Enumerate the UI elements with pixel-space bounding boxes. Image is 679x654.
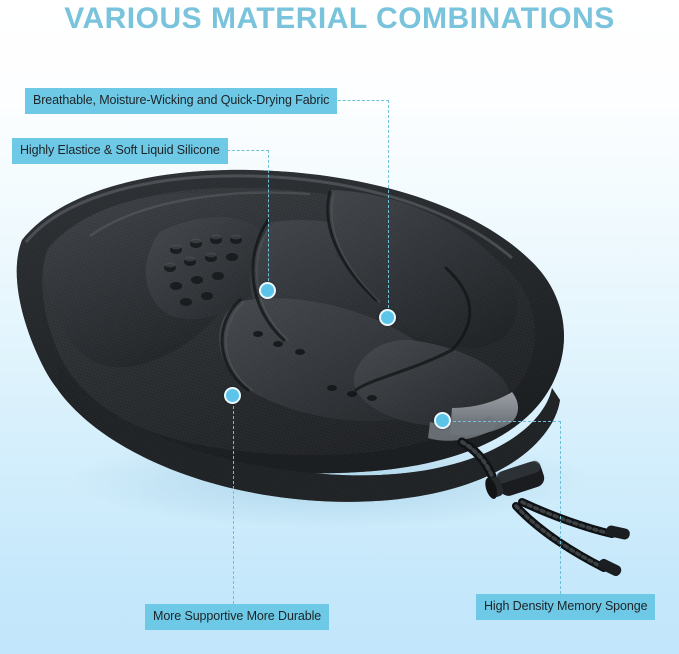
- callout-label-silicone[interactable]: Highly Elastice & Soft Liquid Silicone: [12, 138, 228, 164]
- callout-label-sponge[interactable]: High Density Memory Sponge: [476, 594, 656, 620]
- hotspot-dot-supportive[interactable]: [224, 387, 241, 404]
- hotspot-dot-fabric[interactable]: [379, 309, 396, 326]
- hotspot-dot-sponge[interactable]: [434, 412, 451, 429]
- connector-fabric-vertical: [388, 100, 389, 318]
- page-title: VARIOUS MATERIAL COMBINATIONS: [64, 2, 615, 35]
- callout-label-fabric[interactable]: Breathable, Moisture-Wicking and Quick-D…: [25, 88, 338, 114]
- connector-supportive-vertical: [233, 396, 234, 604]
- connector-sponge-horizontal: [443, 421, 561, 422]
- connector-silicone-vertical: [268, 150, 269, 291]
- connector-fabric-horizontal: [333, 100, 389, 101]
- product-image: [0, 150, 679, 580]
- hotspot-dot-silicone[interactable]: [259, 282, 276, 299]
- callout-label-supportive[interactable]: More Supportive More Durable: [145, 604, 330, 630]
- connector-silicone-horizontal: [222, 150, 269, 151]
- connector-sponge-vertical: [560, 421, 561, 594]
